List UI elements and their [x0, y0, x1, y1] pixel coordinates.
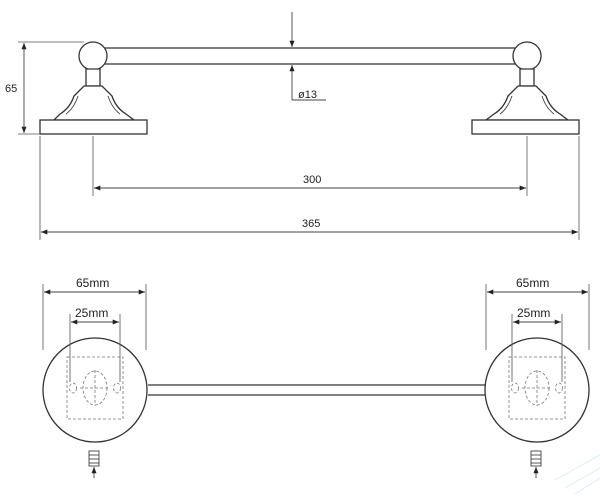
- diameter-callout: ø13: [289, 12, 326, 101]
- left-base-plate: [42, 337, 148, 478]
- right-bracket: [471, 41, 580, 135]
- center-distance-label: 300: [303, 174, 321, 186]
- overall-length-dimension: 365: [39, 136, 580, 240]
- top-view: 65mm 25mm 65mm 25mm: [42, 276, 590, 478]
- overall-length-label: 365: [302, 218, 320, 230]
- left-screw-icon: [88, 450, 100, 478]
- left-base-width-dimension: 65mm: [42, 276, 147, 350]
- watermark-streaks: [554, 454, 600, 495]
- right-hole-spacing-dimension: 25mm: [511, 306, 563, 382]
- right-base-width-dimension: 65mm: [485, 276, 590, 350]
- left-base-width-label: 65mm: [76, 276, 109, 290]
- height-dimension-label: 65: [5, 83, 17, 95]
- center-distance-dimension: 300: [92, 136, 528, 196]
- height-dimension: 65: [5, 41, 84, 135]
- diameter-label: ø13: [298, 89, 317, 101]
- right-base-width-label: 65mm: [516, 276, 549, 290]
- right-base-plate: [484, 337, 590, 478]
- rod-top: [148, 384, 488, 396]
- left-hole-spacing-dimension: 25mm: [69, 306, 121, 382]
- left-hole-spacing-label: 25mm: [75, 306, 108, 320]
- side-view: 65 ø13 300 365: [5, 12, 580, 240]
- rod: [100, 47, 518, 65]
- left-bracket: [39, 41, 148, 135]
- right-screw-icon: [530, 450, 542, 478]
- right-hole-spacing-label: 25mm: [517, 306, 550, 320]
